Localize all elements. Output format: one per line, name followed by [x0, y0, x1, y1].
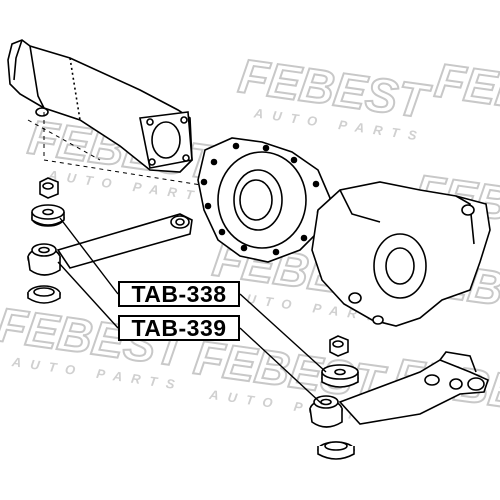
differential-carrier-case: [311, 181, 491, 327]
part-number-label-tab-339: TAB-339: [118, 315, 240, 341]
mount-assembly-right: [309, 335, 489, 460]
mount-assembly-left: [27, 177, 193, 304]
leader-lines: [57, 217, 327, 405]
differential-housing-ring: [197, 137, 331, 263]
part-number-label-tab-338: TAB-338: [118, 281, 240, 307]
svg-text:FEBEST: FEBEST: [432, 54, 500, 133]
axle-tube-housing: [7, 39, 193, 173]
